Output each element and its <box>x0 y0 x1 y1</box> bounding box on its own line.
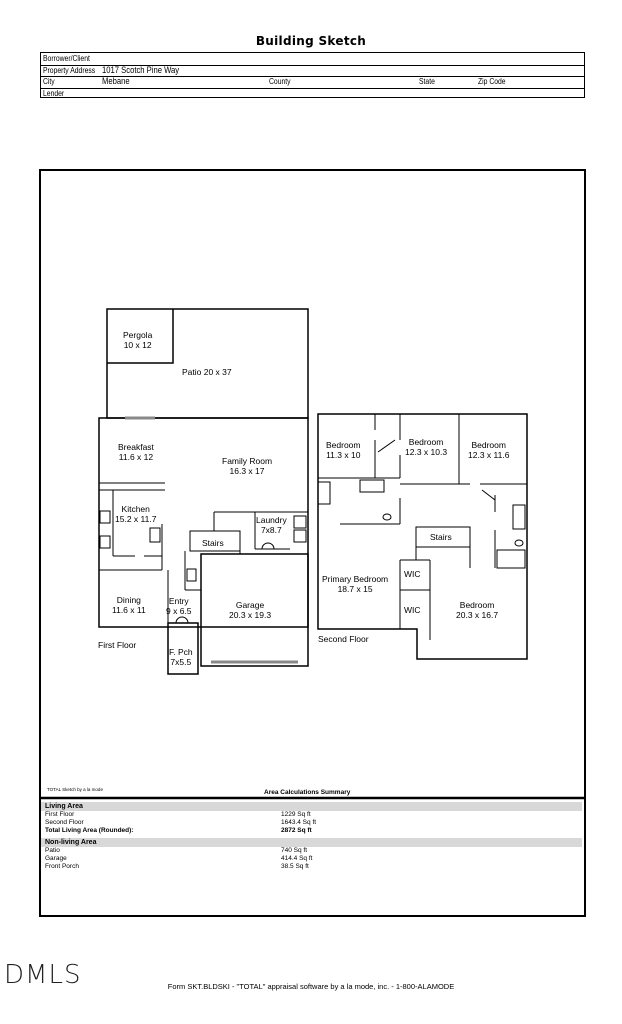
summary-name: Patio <box>45 847 60 854</box>
room-size: 11.6 x 12 <box>118 452 154 462</box>
room-size: 12.3 x 11.6 <box>468 450 510 460</box>
room-size: 15.2 x 11.7 <box>115 514 157 524</box>
summary-value: 740 Sq ft <box>281 847 308 854</box>
property-value: 1017 Scotch Pine Way <box>102 64 180 75</box>
second-floor-outline <box>317 413 528 660</box>
room-name: F. Pch <box>169 647 193 657</box>
room-name: Bedroom <box>471 440 506 450</box>
room-name: Bedroom <box>326 440 361 450</box>
room-size: 9 x 6.5 <box>166 606 192 616</box>
summary-row-first-floor: First Floor 1229 Sq ft <box>45 811 365 819</box>
room-name: Garage <box>235 600 265 610</box>
nonliving-area-header: Non-living Area <box>41 838 582 847</box>
room-name: Laundry <box>256 515 287 525</box>
room-family: Family Room 16.3 x 17 <box>222 456 272 476</box>
room-name: Entry <box>168 596 189 606</box>
room-pergola: Pergola 10 x 12 <box>123 330 152 350</box>
room-wic-2: WIC <box>404 605 421 615</box>
room-name: Primary Bedroom <box>322 574 389 584</box>
summary-value: 1229 Sq ft <box>281 811 311 818</box>
room-bedroom-4: Bedroom 20.3 x 16.7 <box>456 600 498 620</box>
room-size: 12.3 x 10.3 <box>405 447 448 457</box>
room-kitchen: Kitchen 15.2 x 11.7 <box>115 504 156 524</box>
county-label: County <box>269 77 291 86</box>
city-label: City <box>43 77 55 86</box>
room-garage: Garage 20.3 x 19.3 <box>229 600 271 620</box>
room-patio: Patio 20 x 37 <box>182 367 232 377</box>
summary-name: Second Floor <box>45 819 84 826</box>
summary-name: Garage <box>45 855 67 862</box>
lender-row: Lender <box>41 88 584 100</box>
room-size: 7x5.5 <box>170 657 192 667</box>
sketch-frame <box>39 169 586 917</box>
stairs-second: Stairs <box>430 532 452 542</box>
room-porch: F. Pch 7x5.5 <box>169 647 193 667</box>
room-name: Dining <box>116 595 141 605</box>
room-primary-bedroom: Primary Bedroom 18.7 x 15 <box>322 574 388 594</box>
sketch-credit: TOTAL Sketch by a la mode <box>47 787 103 792</box>
property-label: Property Address <box>43 65 96 75</box>
summary-value: 38.5 Sq ft <box>281 863 309 870</box>
summary-row-front-porch: Front Porch 38.5 Sq ft <box>45 863 365 871</box>
room-breakfast: Breakfast 11.6 x 12 <box>118 442 154 462</box>
summary-row-second-floor: Second Floor 1643.4 Sq ft <box>45 819 365 827</box>
city-row: City Mebane County State Zip Code <box>41 76 584 89</box>
room-bedroom-2: Bedroom 12.3 x 10.3 <box>405 437 447 457</box>
property-row: Property Address 1017 Scotch Pine Way <box>41 64 584 77</box>
summary-value: 1643.4 Sq ft <box>281 819 317 826</box>
pergola-outline <box>107 309 174 364</box>
room-entry: Entry 9 x 6.5 <box>166 596 192 616</box>
borrower-label: Borrower/Client <box>43 54 90 63</box>
mls-logo: DMLS <box>4 960 82 990</box>
room-dining: Dining 11.6 x 11 <box>112 595 146 615</box>
second-floor-label: Second Floor <box>318 634 369 644</box>
zip-label: Zip Code <box>478 77 506 86</box>
stairs-first: Stairs <box>202 538 224 548</box>
first-floor-outline <box>98 417 309 628</box>
room-size: 18.7 x 15 <box>337 584 373 594</box>
room-name: Bedroom <box>459 600 495 610</box>
summary-name: Front Porch <box>45 863 79 870</box>
room-wic-1: WIC <box>404 569 421 579</box>
room-size: 7x8.7 <box>260 525 282 535</box>
room-size: 20.3 x 19.3 <box>229 610 272 620</box>
room-bedroom-3: Bedroom 12.3 x 11.6 <box>468 440 509 460</box>
room-name: Breakfast <box>118 442 154 452</box>
room-bedroom-1: Bedroom 11.3 x 10 <box>326 440 361 460</box>
city-value: Mebane <box>102 76 130 86</box>
summary-value: 414.4 Sq ft <box>281 855 313 862</box>
property-info-table: Borrower/Client Property Address 1017 Sc… <box>40 52 585 98</box>
garage-outline <box>200 553 309 667</box>
room-laundry: Laundry 7x8.7 <box>256 515 287 535</box>
room-size: 10 x 12 <box>123 340 152 350</box>
room-size: 16.3 x 17 <box>229 466 265 476</box>
room-size: 11.3 x 10 <box>326 450 361 460</box>
first-floor-label: First Floor <box>98 640 137 650</box>
room-size: 11.6 x 11 <box>112 605 146 615</box>
borrower-row: Borrower/Client <box>41 53 584 66</box>
form-footer: Form SKT.BLDSKI - "TOTAL" appraisal soft… <box>167 982 455 991</box>
page-title: Building Sketch <box>255 34 367 48</box>
summary-name: Total Living Area (Rounded): <box>45 827 134 834</box>
room-name: Kitchen <box>121 504 150 514</box>
porch-outline <box>167 622 199 675</box>
room-name: Bedroom <box>408 437 444 447</box>
summary-row-total: Total Living Area (Rounded): 2872 Sq ft <box>45 827 365 835</box>
state-label: State <box>419 77 435 86</box>
room-name: Family Room <box>222 456 273 466</box>
summary-row-garage: Garage 414.4 Sq ft <box>45 855 365 863</box>
room-name: Pergola <box>123 330 153 340</box>
summary-title: Area Calculations Summary <box>264 789 351 796</box>
summary-name: First Floor <box>45 811 75 818</box>
room-size: 20.3 x 16.7 <box>456 610 499 620</box>
summary-row-patio: Patio 740 Sq ft <box>45 847 365 855</box>
lender-label: Lender <box>43 88 65 98</box>
living-area-header: Living Area <box>41 802 582 811</box>
summary-value: 2872 Sq ft <box>281 827 312 834</box>
